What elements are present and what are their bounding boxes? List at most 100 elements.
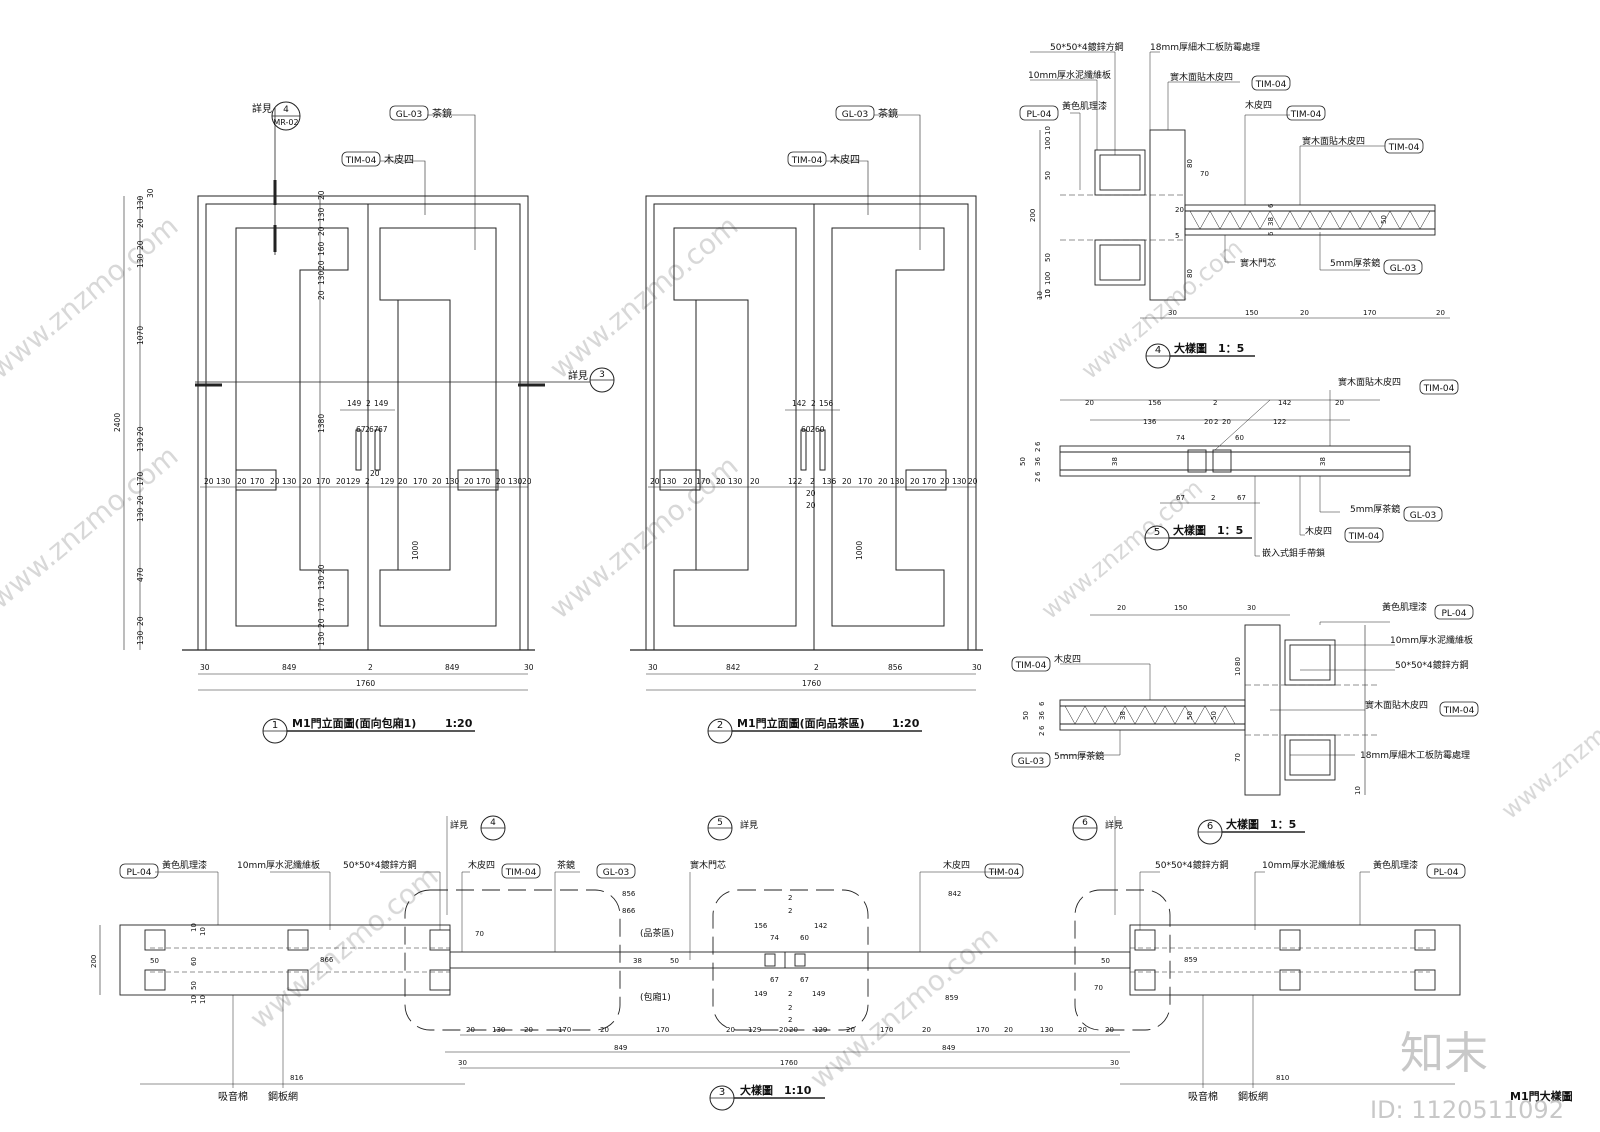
dim-text: 849 <box>942 1044 955 1052</box>
tag-pl04 <box>1434 604 1474 620</box>
dim-text: 130 <box>282 477 297 486</box>
right-wall <box>1129 924 1461 996</box>
dim-text: 170 <box>316 477 331 486</box>
dim-text: 170 <box>413 477 428 486</box>
dim-text: 129 <box>346 477 361 486</box>
tag-tim04-text: TIM-04 <box>1255 80 1287 90</box>
steel-tube-inner <box>1099 244 1141 281</box>
tag-pl04-text: PL-04 <box>1434 868 1459 878</box>
tag-tim04 <box>1011 656 1051 672</box>
dim-text: 50 <box>1210 711 1218 720</box>
view6-detail <box>1059 614 1395 796</box>
dim-text: 10 <box>1044 289 1052 298</box>
leader <box>1224 235 1235 263</box>
dim-text: 200 <box>1029 209 1037 222</box>
dim-text: 1380 <box>317 414 326 433</box>
dim-text: 20 <box>136 240 145 250</box>
dim-text: 10 <box>199 927 207 936</box>
dim-text: 36 <box>1034 457 1042 466</box>
dim-text: 156 <box>754 922 768 930</box>
dim-text: 2 <box>366 399 371 408</box>
dim-text: 2 <box>811 399 816 408</box>
label-blockboard: 18mm厚細木工板防霉處理 <box>1360 749 1470 761</box>
dim-text: 38 <box>1119 711 1127 720</box>
view2-annotations: GL-03 茶鏡 TIM-04 木皮四 142 2 156 60 2 60 20… <box>648 105 982 744</box>
leader <box>1030 51 1116 155</box>
view1-elevation <box>123 108 590 691</box>
tag-tim04 <box>1439 701 1479 717</box>
dim-text: 38 <box>1267 217 1275 226</box>
dim-text: 130 <box>445 477 460 486</box>
dim-text: 142 <box>1278 399 1291 407</box>
label-veneer: 木皮四 <box>468 859 495 871</box>
tag-gl03 <box>835 105 875 121</box>
v1-handle-dims: 149 2 149 67 2 67 67 <box>347 399 389 434</box>
tag-gl03-text: GL-03 <box>603 868 630 878</box>
label-tea-mirror: 茶鏡 <box>557 859 575 871</box>
detail-bubble-5 <box>712 889 869 1031</box>
label-lock: 嵌入式鉬手帶鎖 <box>1262 547 1325 559</box>
dim-text: 20 <box>136 495 145 505</box>
view6-annotations: 黃色肌理漆 PL-04 10mm厚水泥纖維板 50*50*4鍍鋅方鋼 實木面貼木… <box>1011 601 1479 845</box>
dim-text: 20 <box>317 190 326 200</box>
tag-pl04 <box>119 863 159 879</box>
steel-tube <box>144 929 166 951</box>
dim-text: 20 <box>270 477 280 486</box>
dim-text: 20 <box>1117 604 1126 612</box>
watermark-site: www.znzmo.com <box>0 209 184 385</box>
dim-text: 50 <box>1022 711 1030 720</box>
dim-text: 50 <box>1019 457 1027 466</box>
leader <box>1030 79 1098 150</box>
dim-text: 842 <box>948 890 961 898</box>
dim-text: 67 <box>1237 494 1246 502</box>
view-title: M1門立面圖(面向包廂1) <box>292 716 416 730</box>
dim-text: 130 <box>317 631 326 646</box>
right-leaf-mirror <box>397 299 451 571</box>
dim-text: 156 <box>1148 399 1162 407</box>
dim-text: 6 <box>1034 441 1042 446</box>
section-ref-number: 3 <box>599 370 605 380</box>
handle-right <box>374 429 381 471</box>
view3-annotations: 詳見 4 5 詳見 6 詳見 PL-04 黃色肌理漆 10mm厚水泥纖維板 50… <box>90 815 1466 1111</box>
dim-text: 842 <box>726 663 741 672</box>
leader <box>1319 621 1390 625</box>
dim-text: 67 <box>800 976 809 984</box>
view-title: 大樣圖 <box>1174 341 1207 355</box>
view-scale: 1：5 <box>1217 524 1243 537</box>
door-leaf-section <box>1184 204 1436 236</box>
tag-gl03-text: GL-03 <box>1390 264 1417 274</box>
view4-detail <box>1030 51 1450 319</box>
see-label: 詳見 <box>1105 819 1123 831</box>
tag-tim04 <box>501 863 541 879</box>
label-fiber-board: 10mm厚水泥纖維板 <box>1262 859 1345 871</box>
detail-ref-sheet: MR-02 <box>273 118 298 127</box>
dim-text: 2 <box>1034 448 1042 452</box>
steel-tube <box>1279 969 1301 991</box>
dim-text: 6 <box>1267 231 1275 236</box>
dim-text: 50 <box>670 957 679 965</box>
dim-text: 20 <box>1078 1026 1087 1034</box>
door-leaves <box>449 951 1131 969</box>
dim-text: 30 <box>1247 604 1256 612</box>
label-fiber-board: 10mm厚水泥纖維板 <box>1028 69 1111 81</box>
leader <box>1299 476 1305 536</box>
dim-text: 129 <box>748 1026 761 1034</box>
dim-text: 849 <box>445 663 460 672</box>
label-steel: 50*50*4鍍鋅方鋼 <box>343 859 417 871</box>
watermark-site: www.znzmo.com <box>1496 674 1600 825</box>
detail-bubble-6 <box>404 889 621 1031</box>
dim-text: 20 <box>398 477 408 486</box>
dim-text: 149 <box>347 399 362 408</box>
tag-gl03 <box>1383 259 1423 275</box>
dim-text: 6 <box>1267 203 1275 208</box>
label-mirror5: 5mm厚茶鏡 <box>1350 503 1400 515</box>
dim-text: 170 <box>250 477 265 486</box>
leader-tim04 <box>380 160 426 215</box>
view4-annotations: 50*50*4鍍鋅方鋼 18mm厚細木工板防霉處理 10mm厚水泥纖維板 實木面… <box>1019 41 1445 369</box>
watermark-layer: www.znzmo.com www.znzmo.com www.znzmo.co… <box>0 209 1600 1095</box>
label-veneer: 木皮四 <box>943 859 970 871</box>
door-frame-outer <box>197 195 529 651</box>
dim-text: 20 <box>336 477 346 486</box>
steel-tube <box>1279 929 1301 951</box>
